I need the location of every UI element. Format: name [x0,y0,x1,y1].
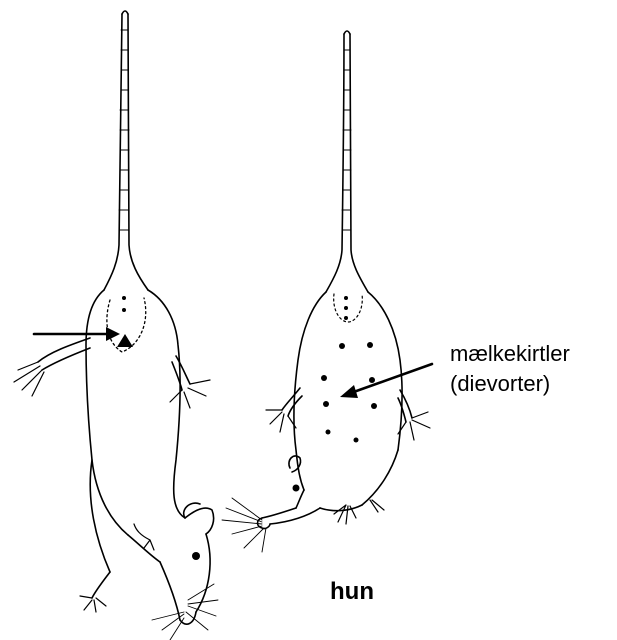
arrow-icon-right [340,364,432,398]
arrow-icon-left [34,327,120,341]
right-rat-drawing-icon [222,31,430,552]
left-rat-tail [104,14,122,290]
teats-label: (dievorter) [450,371,550,397]
right-rat-tail [326,34,344,292]
female-label: hun [330,578,374,606]
mammary-glands-label: mælkekirtler [450,341,570,367]
right-rat-body [294,292,326,490]
left-rat-drawing-icon [14,11,218,640]
